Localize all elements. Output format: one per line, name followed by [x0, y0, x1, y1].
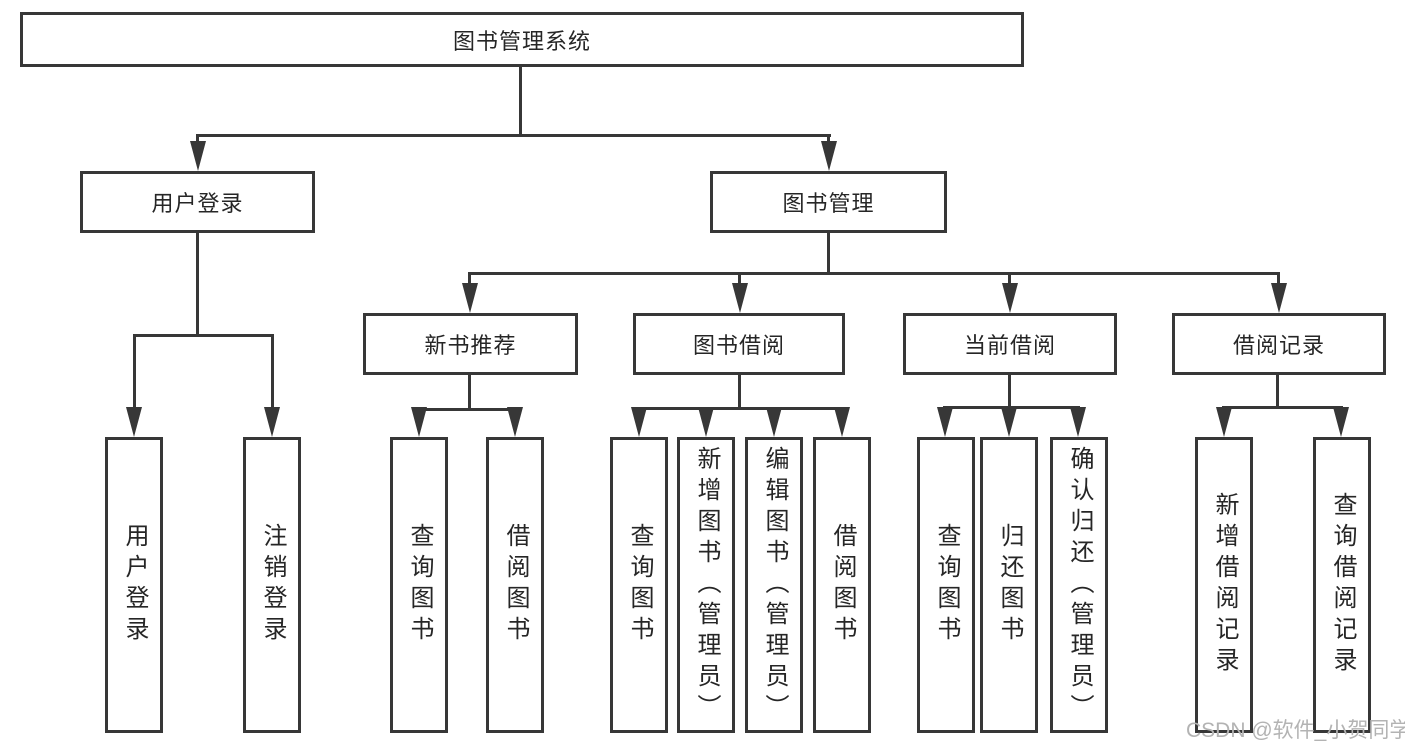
leaf-current-confirm-admin-label: 确认归还（管理员） [1066, 445, 1093, 725]
leaf-bookborrow-edit-admin-label: 编辑图书（管理员） [761, 445, 788, 725]
connector-newbooks-stem [468, 375, 471, 411]
connector-root-stem [519, 67, 522, 137]
connector-bookborrow-branch [637, 407, 843, 410]
arrowhead-bookborrow-query [631, 407, 647, 437]
arrowhead-leaf-login [126, 407, 142, 437]
leaf-records-add-label: 新增借阅记录 [1211, 492, 1238, 678]
node-book-borrow-label: 图书借阅 [692, 333, 785, 358]
connector-records-stem [1276, 375, 1279, 409]
arrowhead-borrow-records [1271, 283, 1287, 313]
node-book-borrow: 图书借阅 [633, 313, 845, 375]
arrowhead-current-confirm [1070, 407, 1086, 437]
leaf-records-add: 新增借阅记录 [1195, 437, 1253, 733]
arrowhead-bookborrow-edit [766, 407, 782, 437]
connector-userlogin-drop-2 [271, 334, 274, 410]
node-borrow-records: 借阅记录 [1172, 313, 1386, 375]
node-root: 图书管理系统 [20, 12, 1024, 67]
arrowhead-bookborrow-add [698, 407, 714, 437]
connector-userlogin-branch [133, 334, 274, 337]
node-user-login-label: 用户登录 [151, 191, 244, 216]
arrowhead-current-return [1001, 407, 1017, 437]
leaf-logout-label: 注销登录 [259, 523, 286, 647]
leaf-current-confirm-admin: 确认归还（管理员） [1050, 437, 1108, 733]
node-user-login: 用户登录 [80, 171, 315, 233]
leaf-bookborrow-edit-admin: 编辑图书（管理员） [745, 437, 803, 733]
arrowhead-book-borrow [732, 283, 748, 313]
arrowhead-book-management [821, 141, 837, 171]
leaf-bookborrow-query: 查询图书 [610, 437, 668, 733]
node-new-book-recommend: 新书推荐 [363, 313, 578, 375]
node-new-book-recommend-label: 新书推荐 [424, 333, 517, 358]
connector-bookmgmt-drop-3 [1008, 272, 1011, 286]
node-book-management-label: 图书管理 [782, 191, 875, 216]
connector-newbooks-branch [417, 408, 518, 411]
node-root-label: 图书管理系统 [452, 28, 591, 54]
leaf-records-query: 查询借阅记录 [1313, 437, 1371, 733]
leaf-user-login-label: 用户登录 [121, 523, 148, 647]
leaf-records-query-label: 查询借阅记录 [1329, 492, 1356, 678]
leaf-bookborrow-add-admin-label: 新增图书（管理员） [693, 445, 720, 725]
connector-bookmgmt-stem [827, 233, 830, 275]
leaf-newbooks-borrow-label: 借阅图书 [502, 523, 529, 647]
leaf-newbooks-borrow: 借阅图书 [486, 437, 544, 733]
arrowhead-records-query [1333, 407, 1349, 437]
node-current-borrow-label: 当前借阅 [963, 333, 1056, 358]
arrowhead-leaf-logout [264, 407, 280, 437]
leaf-bookborrow-add-admin: 新增图书（管理员） [677, 437, 735, 733]
leaf-current-return-label: 归还图书 [996, 523, 1023, 647]
connector-records-branch [1222, 406, 1343, 409]
connector-root-branch [196, 134, 831, 137]
leaf-newbooks-query: 查询图书 [390, 437, 448, 733]
connector-bookmgmt-drop-1 [468, 272, 471, 286]
leaf-bookborrow-borrow: 借阅图书 [813, 437, 871, 733]
connector-bookborrow-stem [738, 375, 741, 410]
leaf-bookborrow-query-label: 查询图书 [626, 523, 653, 647]
leaf-newbooks-query-label: 查询图书 [406, 523, 433, 647]
connector-userlogin-drop-1 [133, 334, 136, 410]
connector-bookmgmt-drop-2 [738, 272, 741, 286]
arrowhead-user-login [190, 141, 206, 171]
connector-root-drop-left [196, 134, 199, 146]
node-borrow-records-label: 借阅记录 [1232, 333, 1325, 358]
arrowhead-newbooks-borrow [507, 407, 523, 437]
arrowhead-bookborrow-borrow [834, 407, 850, 437]
node-current-borrow: 当前借阅 [903, 313, 1117, 375]
arrowhead-current-borrow [1002, 283, 1018, 313]
arrowhead-new-books [462, 283, 478, 313]
connector-root-drop-right [827, 134, 830, 146]
arrowhead-newbooks-query [411, 407, 427, 437]
node-book-management: 图书管理 [710, 171, 947, 233]
arrowhead-current-query [937, 407, 953, 437]
connector-bookmgmt-branch [468, 272, 1280, 275]
connector-userlogin-stem [196, 233, 199, 337]
connector-currentborrow-stem [1008, 375, 1011, 409]
leaf-current-query: 查询图书 [917, 437, 975, 733]
leaf-bookborrow-borrow-label: 借阅图书 [829, 523, 856, 647]
leaf-logout: 注销登录 [243, 437, 301, 733]
leaf-current-query-label: 查询图书 [933, 523, 960, 647]
leaf-user-login: 用户登录 [105, 437, 163, 733]
leaf-current-return: 归还图书 [980, 437, 1038, 733]
watermark: CSDN @软件_小贺同学 [1186, 719, 1405, 742]
connector-bookmgmt-drop-4 [1277, 272, 1280, 286]
arrowhead-records-add [1216, 407, 1232, 437]
